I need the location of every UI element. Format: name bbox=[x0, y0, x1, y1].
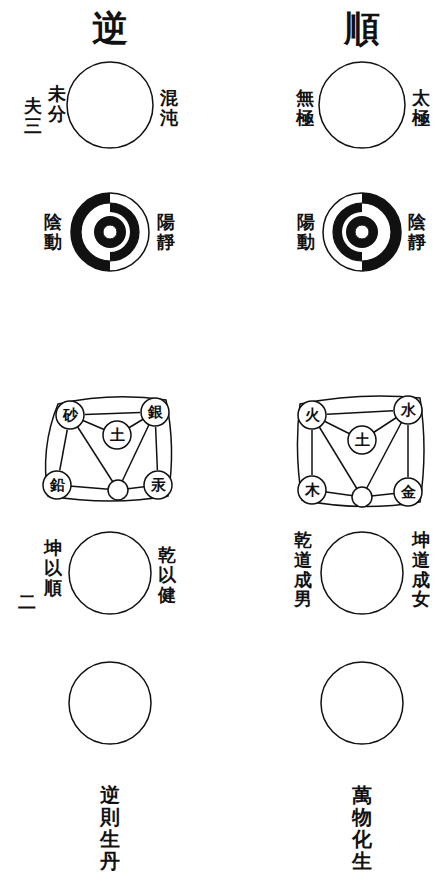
element-circle: 鉛 bbox=[42, 470, 72, 500]
side-label: 混沌 bbox=[160, 88, 178, 128]
circle-outline bbox=[320, 661, 404, 745]
stage-circle: 逆則生丹 bbox=[68, 661, 152, 745]
side-label: 未分 bbox=[48, 84, 66, 124]
side-label: 萬物化生 bbox=[352, 784, 372, 872]
element-circle: 銀 bbox=[140, 397, 170, 427]
inner-ring bbox=[94, 216, 126, 248]
side-label: 陰靜 bbox=[408, 212, 426, 252]
stage-circle: 乾道成男坤道成女 bbox=[320, 531, 404, 615]
element-name: 土 bbox=[347, 425, 377, 455]
stage-circle: 未分夫三混沌 bbox=[66, 61, 154, 149]
element-ring bbox=[103, 421, 131, 449]
element-ring bbox=[348, 426, 376, 454]
side-label: 坤道成女 bbox=[412, 530, 430, 609]
side-label: 二 bbox=[18, 592, 36, 612]
side-label: 乾道成男 bbox=[294, 530, 312, 609]
element-ring bbox=[141, 398, 169, 426]
column-heading: 逆 bbox=[92, 10, 128, 46]
circle-outline bbox=[318, 61, 406, 149]
element-link bbox=[60, 430, 68, 471]
element-name: 木 bbox=[297, 475, 327, 505]
circle-outline bbox=[68, 661, 152, 745]
yin-yang-circle: 陰動陽靜 bbox=[70, 192, 150, 272]
element-circle: 火 bbox=[297, 400, 327, 430]
stage-circle: 無極太極 bbox=[318, 61, 406, 149]
element-name: 鉛 bbox=[42, 470, 72, 500]
yin-yang-circle: 陽動陰靜 bbox=[322, 192, 402, 272]
element-circle: 木 bbox=[297, 475, 327, 505]
element-frame bbox=[297, 396, 424, 507]
element-ring bbox=[298, 476, 326, 504]
outer-ring bbox=[69, 532, 151, 614]
circle-outline bbox=[68, 531, 152, 615]
element-circle: 金 bbox=[393, 477, 423, 507]
element-name: 土 bbox=[102, 420, 132, 450]
element-link bbox=[327, 411, 393, 414]
circle-outline bbox=[320, 531, 404, 615]
core bbox=[103, 225, 117, 239]
element-ring bbox=[144, 471, 172, 499]
empty-circle bbox=[352, 487, 372, 507]
element-circle: 砂 bbox=[55, 400, 85, 430]
stage-circle: 萬物化生 bbox=[320, 661, 404, 745]
ring bbox=[333, 203, 391, 261]
circle-outline bbox=[66, 61, 154, 149]
element-circle: 土 bbox=[102, 420, 132, 450]
element-circle: 土 bbox=[347, 425, 377, 455]
outer-ring bbox=[71, 193, 149, 271]
side-label: 無極 bbox=[296, 88, 314, 128]
outer-ring bbox=[321, 662, 403, 744]
ring bbox=[81, 203, 139, 261]
side-label: 陰動 bbox=[44, 212, 62, 252]
element-link bbox=[85, 413, 140, 415]
side-label: 夫三 bbox=[24, 96, 42, 136]
element-name: 銀 bbox=[140, 397, 170, 427]
element-circle: 汞 bbox=[143, 470, 173, 500]
side-label: 坤以順 bbox=[44, 538, 62, 597]
empty-circle bbox=[108, 480, 128, 500]
element-link bbox=[407, 425, 409, 477]
core bbox=[355, 225, 369, 239]
outer-ring bbox=[323, 193, 401, 271]
stage-circle: 坤以順二乾以健 bbox=[68, 531, 152, 615]
element-ring bbox=[298, 401, 326, 429]
element-name: 砂 bbox=[55, 400, 85, 430]
side-label: 逆則生丹 bbox=[100, 784, 120, 872]
element-name: 水 bbox=[393, 395, 423, 425]
outer-ring bbox=[321, 532, 403, 614]
side-label: 陽動 bbox=[297, 212, 315, 252]
side-label: 乾以健 bbox=[158, 545, 176, 604]
column-heading: 順 bbox=[344, 10, 380, 46]
element-ring bbox=[56, 401, 84, 429]
inner-ring bbox=[346, 216, 378, 248]
circle-outline bbox=[70, 192, 150, 272]
outer-ring bbox=[69, 662, 151, 744]
side-label: 太極 bbox=[412, 88, 430, 128]
side-label: 陽靜 bbox=[157, 212, 175, 252]
element-name: 金 bbox=[393, 477, 423, 507]
element-name: 火 bbox=[297, 400, 327, 430]
element-link bbox=[156, 427, 158, 470]
outer-ring bbox=[319, 62, 405, 148]
element-link bbox=[311, 430, 313, 475]
outer-ring bbox=[67, 62, 153, 148]
element-name: 汞 bbox=[143, 470, 173, 500]
element-ring bbox=[394, 478, 422, 506]
circle-outline bbox=[322, 192, 402, 272]
element-ring bbox=[43, 471, 71, 499]
element-circle: 水 bbox=[393, 395, 423, 425]
element-ring bbox=[394, 396, 422, 424]
